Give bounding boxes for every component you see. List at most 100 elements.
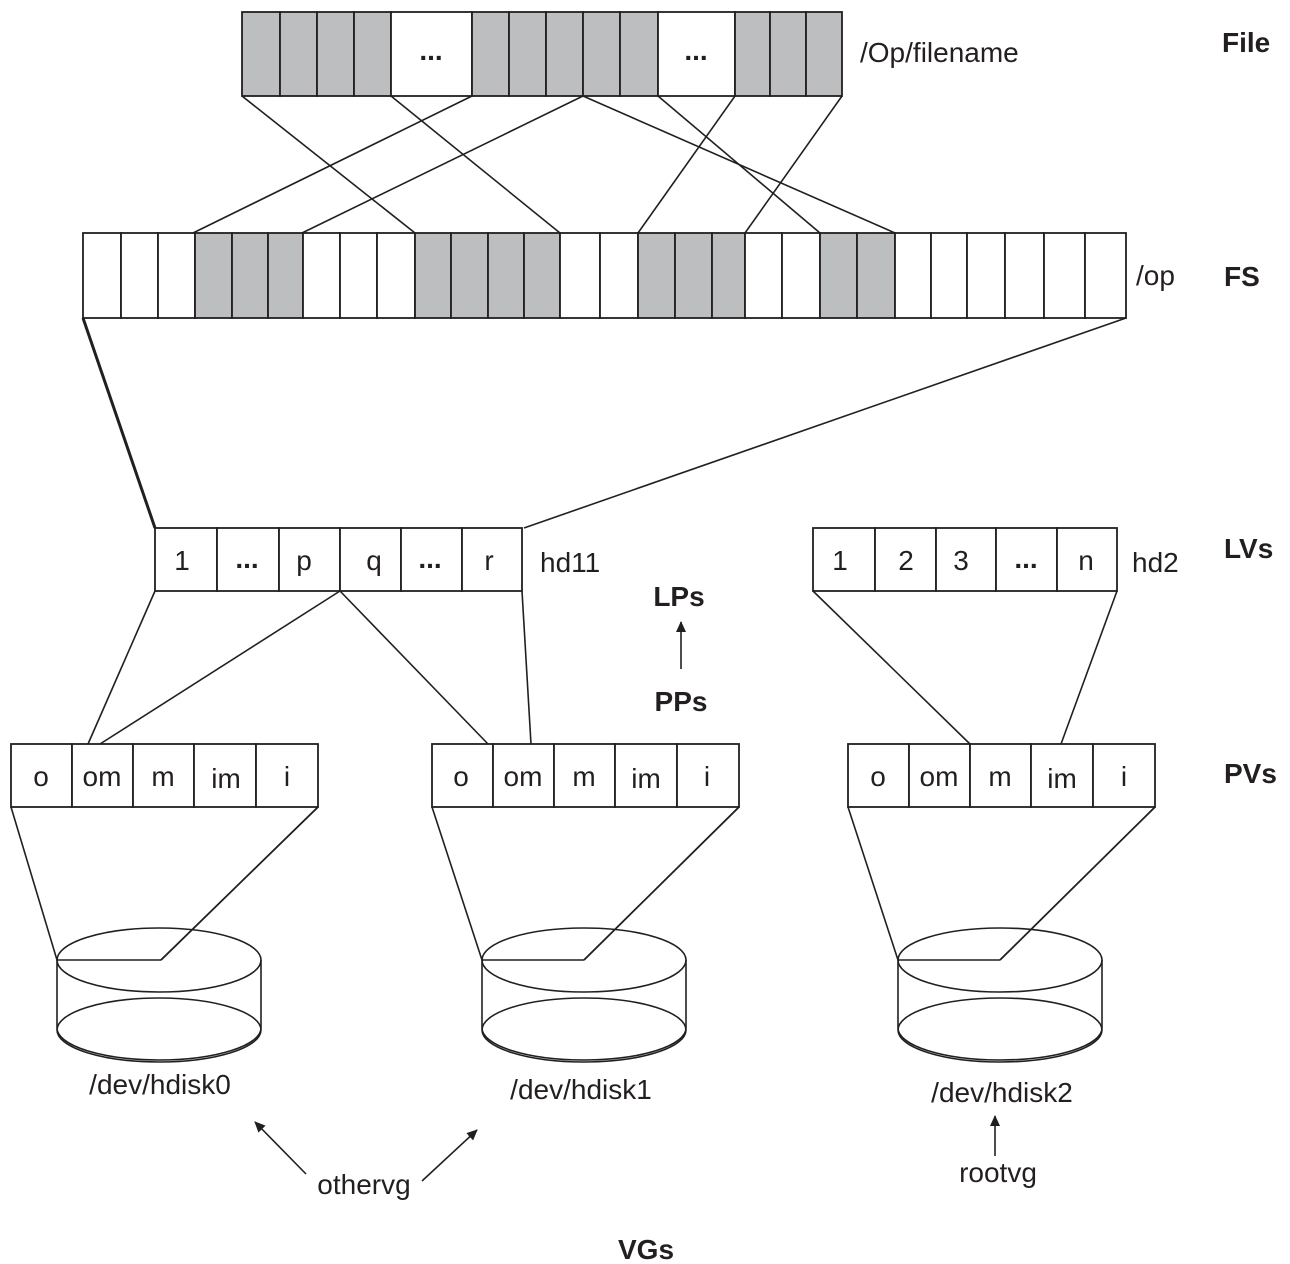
pp-cell — [492, 743, 555, 808]
pp-cell-label: om — [504, 761, 543, 792]
fs-path-label: /op — [1136, 260, 1175, 291]
fs-block — [267, 232, 304, 319]
othervg-arrow-hdisk0 — [254, 1121, 307, 1175]
pp-cell-label: im — [631, 763, 661, 794]
fs-block — [194, 232, 233, 319]
pp-cell — [255, 743, 319, 808]
pp-cell — [193, 743, 257, 808]
fs-block — [744, 232, 783, 319]
file-block-gap — [657, 11, 736, 97]
file-block — [508, 11, 547, 97]
pp-cell-label: i — [704, 761, 710, 792]
fs-block-row — [82, 232, 1127, 319]
pp-cell — [71, 743, 134, 808]
lp-cell-label: 2 — [898, 545, 914, 576]
lps-label: LPs — [653, 581, 704, 612]
file-block-row: ... ... — [241, 11, 843, 97]
lv-hd2: 1 2 3 ... n — [812, 527, 1118, 592]
othervg-arrow-hdisk1 — [421, 1129, 478, 1182]
disk-bottom-rim — [897, 997, 1103, 1063]
fs-block — [599, 232, 639, 319]
disk-device-label: /dev/hdisk2 — [931, 1077, 1073, 1108]
disk-hdisk0: /dev/hdisk0 — [10, 806, 319, 1100]
disk-hdisk1: /dev/hdisk1 — [431, 806, 740, 1105]
pp-cell-label: o — [33, 761, 49, 792]
fs-block — [339, 232, 378, 319]
disk-bottom-rim — [56, 997, 262, 1063]
lp-cell — [935, 527, 997, 592]
lp-cell-label: ... — [1014, 543, 1037, 574]
lvs-layer-label: LVs — [1224, 533, 1273, 564]
pp-cell — [1030, 743, 1094, 808]
disk-body — [897, 960, 1103, 1061]
fs-block — [819, 232, 858, 319]
pv-hdisk0: o om m im i — [10, 743, 319, 808]
pp-cell — [676, 743, 740, 808]
pp-cell — [553, 743, 616, 808]
lp-cell-label: 1 — [174, 545, 190, 576]
pp-cell-label: o — [870, 761, 886, 792]
fs-block — [1004, 232, 1045, 319]
fs-block — [302, 232, 341, 319]
lp-cell-label: 3 — [953, 545, 969, 576]
fs-to-lv-lines — [81, 317, 1127, 529]
file-ellipsis: ... — [419, 35, 442, 66]
pp-cell-label: om — [83, 761, 122, 792]
lp-cell-label: p — [296, 545, 312, 576]
lp-cell-label: ... — [235, 543, 258, 574]
file-block — [316, 11, 355, 97]
lp-cell-label: r — [484, 545, 493, 576]
fs-block — [414, 232, 452, 319]
lp-cell — [874, 527, 937, 592]
fs-block — [82, 232, 122, 319]
file-block — [619, 11, 659, 97]
file-block-gap — [390, 11, 473, 97]
fs-block — [894, 232, 932, 319]
pv-hdisk1: o om m im i — [431, 743, 740, 808]
file-block — [582, 11, 621, 97]
pp-cell-label: i — [284, 761, 290, 792]
vgs-layer-label: VGs — [618, 1234, 674, 1264]
file-block — [769, 11, 807, 97]
fs-block — [711, 232, 746, 319]
file-block — [471, 11, 510, 97]
disk-device-label: /dev/hdisk1 — [510, 1074, 652, 1105]
pp-cell — [132, 743, 195, 808]
file-block — [734, 11, 771, 97]
file-block — [241, 11, 281, 97]
lp-cell-label: q — [366, 545, 382, 576]
fs-block — [487, 232, 525, 319]
fs-block — [637, 232, 676, 319]
fs-layer-label: FS — [1224, 261, 1260, 292]
fs-block — [856, 232, 896, 319]
file-layer-label: File — [1222, 27, 1270, 58]
pp-cell — [1092, 743, 1156, 808]
pp-cell — [847, 743, 910, 808]
fs-block — [523, 232, 561, 319]
rootvg-label: rootvg — [959, 1157, 1037, 1188]
lv-to-pv-lines — [87, 590, 1118, 745]
pp-cell-label: o — [453, 761, 469, 792]
disk-device-label: /dev/hdisk0 — [89, 1069, 231, 1100]
lp-cell-label: n — [1078, 545, 1094, 576]
fs-block — [674, 232, 713, 319]
pp-cell-label: im — [1047, 763, 1077, 794]
pvs-layer-label: PVs — [1224, 758, 1277, 789]
lp-cell — [154, 527, 218, 592]
pp-cell — [614, 743, 678, 808]
fs-block — [450, 232, 489, 319]
file-block — [805, 11, 843, 97]
fs-block — [120, 232, 159, 319]
file-block — [279, 11, 318, 97]
fs-block — [781, 232, 821, 319]
fs-block — [930, 232, 968, 319]
file-path-label: /Op/filename — [860, 37, 1019, 68]
disk-hdisk2: /dev/hdisk2 — [847, 806, 1156, 1108]
disk-body — [481, 960, 687, 1061]
fs-block — [376, 232, 416, 319]
pp-cell-label: m — [572, 761, 595, 792]
pp-cell-label: m — [151, 761, 174, 792]
pp-cell-label: om — [920, 761, 959, 792]
disk-bottom-rim — [481, 997, 687, 1063]
